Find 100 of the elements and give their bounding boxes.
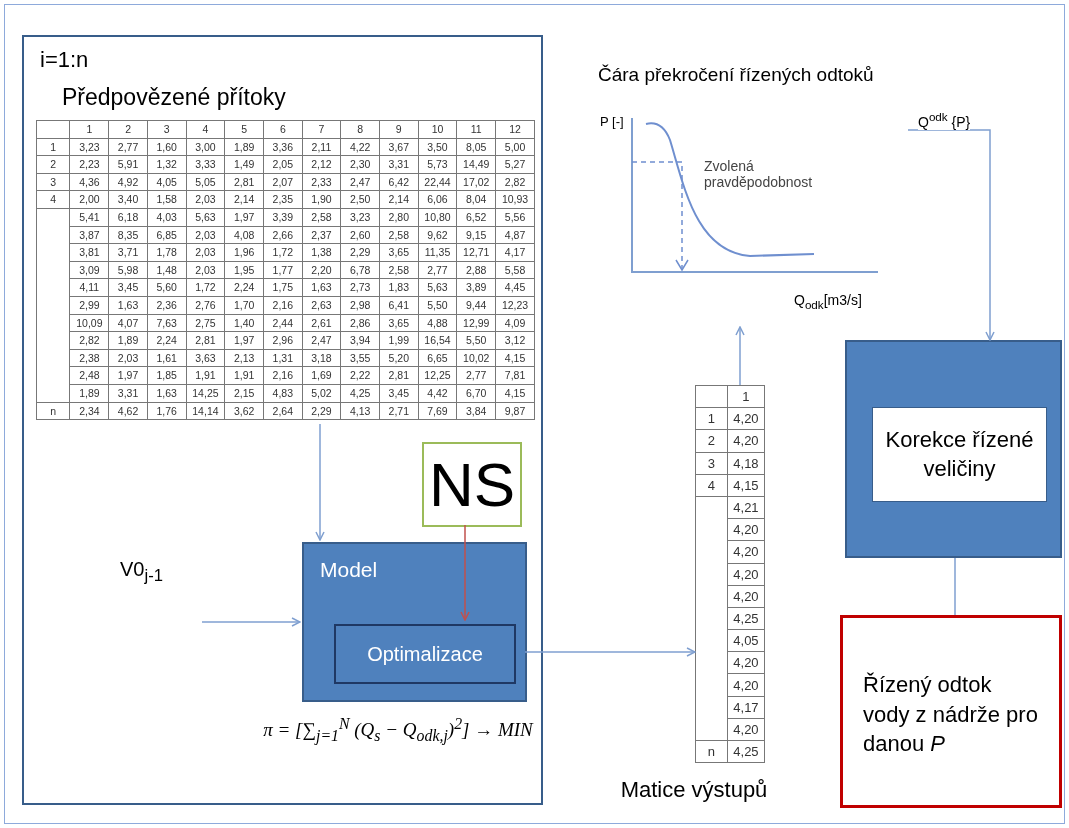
table-cell: 4,25 bbox=[727, 740, 765, 763]
table-cell: 2,14 bbox=[379, 190, 419, 209]
table-cell: 2,35 bbox=[263, 190, 303, 209]
table-cell: 3,31 bbox=[108, 384, 148, 402]
table-cell: 7,81 bbox=[495, 366, 535, 385]
table-cell: 2,11 bbox=[302, 138, 341, 156]
table-cell: 7,63 bbox=[147, 314, 187, 332]
table-cell: 1,60 bbox=[147, 138, 187, 156]
correction-panel bbox=[845, 340, 1062, 558]
input-label: V0$_{j-1}$ bbox=[120, 558, 163, 586]
table-cell: 3,23 bbox=[340, 208, 380, 227]
table-cell: 7,69 bbox=[418, 402, 457, 420]
table-cell: 2,76 bbox=[186, 296, 225, 315]
table-cell: 4,25 bbox=[727, 607, 765, 630]
table-cell: 2,16 bbox=[263, 296, 303, 315]
table-cell: 6,70 bbox=[456, 384, 496, 402]
table-cell: 1,91 bbox=[224, 366, 264, 385]
table-cell: 4,83 bbox=[263, 384, 303, 402]
table-cell: 5,50 bbox=[418, 296, 457, 315]
table-cell: 1,89 bbox=[108, 331, 148, 350]
table-cell: 1,63 bbox=[108, 296, 148, 315]
table-cell: 10,09 bbox=[69, 314, 109, 332]
arrow bbox=[907, 129, 995, 341]
table-cell: 5,56 bbox=[495, 208, 535, 227]
table-cell: 2,23 bbox=[69, 155, 109, 174]
table-cell: 5,58 bbox=[495, 261, 535, 279]
column-header: 8 bbox=[340, 120, 380, 139]
column-header: 5 bbox=[224, 120, 264, 139]
network-box: NS bbox=[422, 442, 522, 527]
table-cell: 5,50 bbox=[456, 331, 496, 350]
result-box: Řízený odtok vody z nádrže pro danou P bbox=[840, 615, 1062, 808]
table-cell: 1,83 bbox=[379, 278, 419, 297]
table-cell: 2,34 bbox=[69, 402, 109, 420]
table-cell: 8,05 bbox=[456, 138, 496, 156]
table-cell: 2,24 bbox=[147, 331, 187, 350]
table-cell: 1,85 bbox=[147, 366, 187, 385]
table-cell: 2,12 bbox=[302, 155, 341, 174]
table-cell: 3,55 bbox=[340, 349, 380, 367]
table-cell: 2,86 bbox=[340, 314, 380, 332]
table-cell: 12,99 bbox=[456, 314, 496, 332]
table-cell: 10,80 bbox=[418, 208, 457, 227]
table-title: Matice výstupů bbox=[619, 777, 769, 803]
table-cell: 2,07 bbox=[263, 173, 303, 191]
table-cell: 4,11 bbox=[69, 278, 109, 297]
table-cell: 2,98 bbox=[340, 296, 380, 315]
chart-title: Čára překročení řízených odtoků bbox=[598, 64, 874, 86]
table-cell: 4,20 bbox=[727, 429, 765, 453]
table-cell: 12,71 bbox=[456, 243, 496, 262]
panel-frame bbox=[22, 35, 543, 805]
table-cell: 3,87 bbox=[69, 226, 109, 244]
correction-box: Korekce řízené veličiny bbox=[872, 407, 1047, 502]
table-cell: 1,77 bbox=[263, 261, 303, 279]
arrow bbox=[315, 423, 325, 541]
table-cell: 4,92 bbox=[108, 173, 148, 191]
arrow bbox=[460, 524, 470, 621]
table-cell: 4,20 bbox=[727, 651, 765, 674]
table-cell: 2,00 bbox=[69, 190, 109, 209]
table-cell: 4,05 bbox=[147, 173, 187, 191]
table-cell: 6,52 bbox=[456, 208, 496, 227]
table-cell: 2,82 bbox=[495, 173, 535, 191]
column-header: 10 bbox=[418, 120, 457, 139]
table-cell: 1,40 bbox=[224, 314, 264, 332]
table-cell: 2,96 bbox=[263, 331, 303, 350]
table-cell: 12,25 bbox=[418, 366, 457, 385]
column-header: 12 bbox=[495, 120, 535, 139]
table-cell: 5,73 bbox=[418, 155, 457, 174]
table-cell: 2,77 bbox=[456, 366, 496, 385]
table-cell: 1,61 bbox=[147, 349, 187, 367]
table-cell: 2,05 bbox=[263, 155, 303, 174]
table-cell: 4,42 bbox=[418, 384, 457, 402]
table-cell: 2,36 bbox=[147, 296, 187, 315]
table-cell: 2,81 bbox=[224, 173, 264, 191]
table-cell: 1,89 bbox=[69, 384, 109, 402]
table-cell: 3,67 bbox=[379, 138, 419, 156]
table-cell: 2,29 bbox=[302, 402, 341, 420]
table-cell: 2,58 bbox=[379, 226, 419, 244]
table-cell: 4,20 bbox=[727, 540, 765, 563]
table-cell: 3,89 bbox=[456, 278, 496, 297]
table-cell: 2,81 bbox=[186, 331, 225, 350]
table-cell: 4,20 bbox=[727, 585, 765, 608]
column-header: 11 bbox=[456, 120, 496, 139]
table-cell: 22,44 bbox=[418, 173, 457, 191]
table-cell: 4,09 bbox=[495, 314, 535, 332]
column-header: 7 bbox=[302, 120, 341, 139]
column-header: 1 bbox=[69, 120, 109, 139]
table-cell: 4,62 bbox=[108, 402, 148, 420]
table-cell: 5,20 bbox=[379, 349, 419, 367]
row-header: 3 bbox=[695, 452, 728, 475]
row-header: 1 bbox=[36, 138, 70, 156]
table-cell: 1,91 bbox=[186, 366, 225, 385]
column-header: 1 bbox=[727, 385, 765, 408]
table-cell: 3,09 bbox=[69, 261, 109, 279]
table-cell: 2,63 bbox=[302, 296, 341, 315]
table-cell: 4,05 bbox=[727, 629, 765, 652]
table-cell: 4,20 bbox=[727, 563, 765, 586]
table-cell: 2,30 bbox=[340, 155, 380, 174]
column-header: 9 bbox=[379, 120, 419, 139]
table-cell: 1,78 bbox=[147, 243, 187, 262]
table-cell: 2,03 bbox=[186, 190, 225, 209]
table-cell: 3,36 bbox=[263, 138, 303, 156]
